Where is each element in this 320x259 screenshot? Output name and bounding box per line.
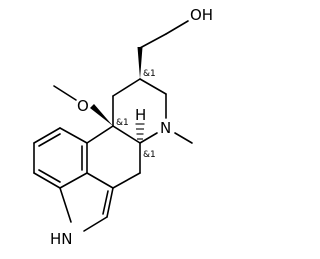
bond-c15-c16 bbox=[59, 172, 88, 189]
bond-c3-c2 bbox=[106, 187, 114, 218]
atom-n-methyl: N bbox=[160, 119, 171, 137]
bond-c14-c15 bbox=[33, 172, 61, 189]
bond-ch2-top bbox=[139, 33, 167, 49]
stereo-labels: &1 &1 &1 bbox=[116, 69, 156, 160]
bond-c12-c13 bbox=[33, 127, 61, 144]
atom-h: H bbox=[135, 106, 146, 124]
bond-c10-c11 bbox=[86, 125, 114, 144]
bond-n-c5 bbox=[139, 132, 158, 144]
bond-c10-c5 bbox=[112, 125, 141, 144]
bond-c14-c15-inner bbox=[38, 169, 61, 183]
hash-c5-h bbox=[135, 123, 145, 140]
stereo-bonds bbox=[90, 33, 167, 140]
stereo-c5: &1 bbox=[143, 150, 156, 160]
wedge-c8-ch2 bbox=[137, 47, 143, 79]
stereo-c10: &1 bbox=[116, 118, 129, 128]
bond-c2-n1 bbox=[83, 216, 108, 232]
bond-n-methyl bbox=[174, 132, 193, 144]
bond-c8-c9 bbox=[112, 78, 141, 97]
bond-n1-c15 bbox=[59, 187, 72, 223]
atom-methoxy-o: O bbox=[77, 97, 89, 115]
atom-oh: OH bbox=[190, 6, 213, 24]
bond-c11-c12 bbox=[59, 127, 88, 144]
atom-labels: OH O N HN H bbox=[50, 6, 213, 248]
bond-o-methyl bbox=[53, 85, 77, 101]
bond-c16-c3 bbox=[86, 172, 114, 189]
bond-c12-c13-inner bbox=[38, 133, 61, 147]
wedge-c10-o bbox=[90, 104, 113, 126]
bond-ch2-oh bbox=[165, 20, 189, 35]
bond-c8-c7 bbox=[139, 78, 167, 95]
structure-diagram: OH O N HN H &1 &1 &1 bbox=[33, 6, 213, 248]
atom-nh: HN bbox=[50, 230, 73, 248]
bonds bbox=[33, 20, 193, 232]
bond-c3-c2-inner bbox=[102, 190, 109, 215]
bond-c4-c3 bbox=[112, 172, 141, 189]
stereo-c8: &1 bbox=[143, 69, 156, 79]
